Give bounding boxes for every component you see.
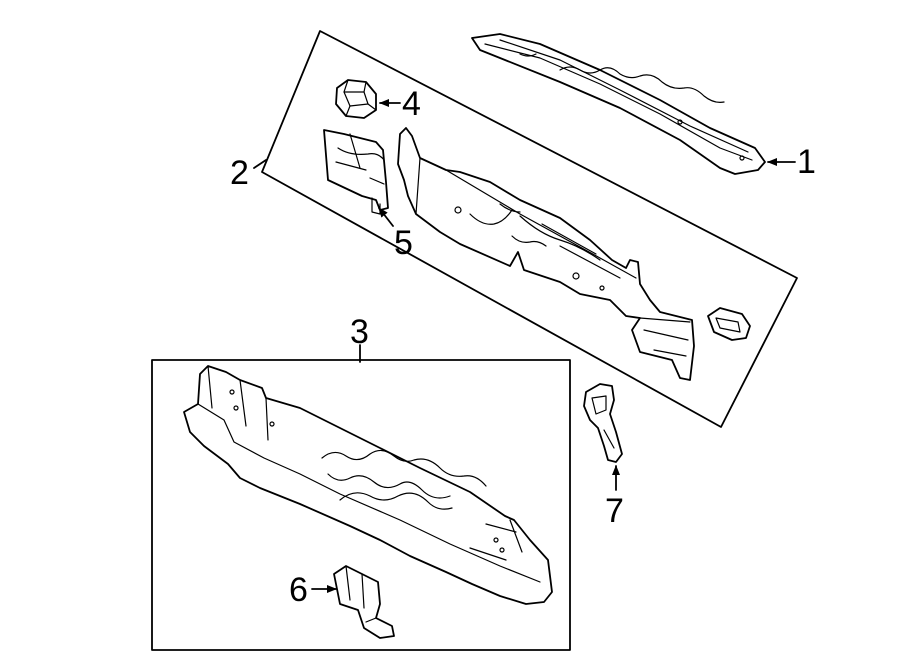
part-2-panel [397,127,695,381]
part-4-plug [335,79,377,119]
part-4-plug-right [707,307,751,341]
callout-1: 1 [797,143,816,181]
callout-6: 6 [289,571,308,609]
leader-5 [378,207,394,227]
callout-5: 5 [394,224,413,262]
leader-2 [253,159,267,169]
group-2-outline [261,30,798,428]
part-1-rail [471,33,766,175]
callout-7: 7 [605,492,624,530]
part-5-bracket [323,129,389,215]
group-3-outline [151,359,571,651]
callout-2: 2 [230,154,249,192]
callout-3: 3 [350,313,369,351]
part-3-crossmember [183,365,553,605]
part-7-bracket [583,383,623,463]
callout-4: 4 [402,85,421,123]
part-6-bracket [333,565,395,639]
